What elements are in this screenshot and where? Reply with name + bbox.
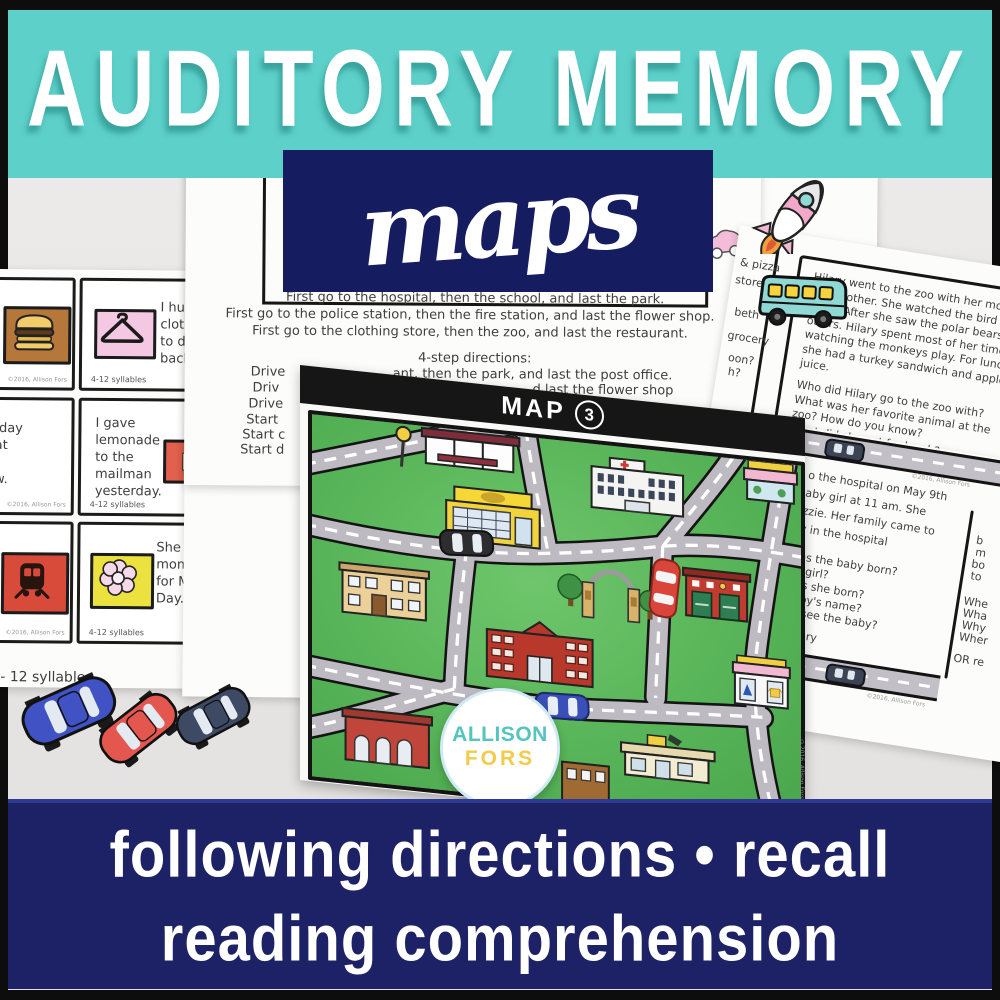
direction-line: First go to the clothing store, then the… [252, 323, 688, 342]
card-birthday: birthday y is at park orrow. ©2016, Alli… [0, 396, 75, 516]
logo-name-line1: ALLISON [452, 723, 548, 746]
card-text-line: y is at [0, 437, 8, 454]
syllables-label: 4-12 syllables [89, 499, 146, 510]
copyright-text: ©2016, Allison Fors [5, 629, 65, 637]
hanger-icon [94, 308, 157, 360]
direction-line: First go to the police station, then the… [225, 306, 715, 325]
four-step-heading: 4-step directions: [418, 350, 532, 367]
map-zoo-entrance [557, 569, 661, 624]
school-bus-icon [752, 272, 851, 338]
card-train: ©2016, Allison Fors [0, 520, 74, 644]
map-fire-station [682, 566, 752, 623]
direction-fragment: Start d [240, 442, 285, 458]
card-text-line: mailman [94, 466, 152, 483]
card-text-line: park [0, 454, 23, 471]
map-title: MAP [501, 390, 566, 426]
card-hamburger: ©2016, Allison Fors [0, 276, 76, 391]
direction-fragment: Start [246, 412, 279, 428]
rocket-icon [748, 162, 848, 261]
copyright-text: ©2016, Allison Fors [7, 376, 67, 384]
footer-tagline-line2: reading comprehension [160, 902, 840, 975]
card-text-line: lemonade [95, 432, 161, 449]
car-icon [824, 662, 867, 688]
map-illustration [308, 409, 805, 833]
hamburger-icon [2, 306, 72, 365]
logo-name-line2: FORS [464, 747, 536, 770]
card-text-line: yesterday. [94, 483, 162, 500]
syllable-cards-sheet: ©2016, Allison Fors I hung clothe to dry… [0, 268, 262, 690]
page-title: AUDITORY MEMORY [27, 29, 973, 150]
maps-subtitle: maps [355, 152, 641, 290]
right-fragment: to [969, 569, 983, 584]
direction-fragment: Drive [248, 396, 284, 412]
direction-line: First go to the hospital, then the schoo… [286, 289, 665, 308]
footer-tagline-line1: following directions • recall [109, 818, 891, 891]
card-text-line: birthday [0, 420, 23, 437]
copyright-text: ©2016, Allison Fors [6, 501, 66, 509]
syllables-label: 4-12 syllables [90, 374, 147, 385]
map-bus-stop [395, 425, 521, 474]
map-apartment-house [338, 561, 430, 622]
map-number-badge: 3 [574, 398, 604, 431]
story-fragment: h? [726, 364, 742, 380]
bottom-banner: following directions • recall reading co… [8, 799, 992, 989]
syllables-label: 4-12 syllables [88, 627, 145, 638]
maps-subtitle-box: maps [283, 150, 713, 292]
map-school [485, 621, 594, 689]
map-worksheet-page: MAP 3 [300, 365, 805, 834]
map-clothing-store [731, 654, 791, 710]
copyright-text: ©2016, Allison Fors [798, 738, 805, 800]
direction-fragment: Driv [252, 380, 280, 396]
train-icon [0, 552, 70, 615]
allison-fors-logo: ALLISON FORS [440, 688, 560, 808]
card-text-line: orrow. [0, 471, 8, 488]
card-text-line: I gave [95, 415, 136, 432]
map-black-car [438, 529, 495, 557]
card-hanger: I hung clothe to dry backy 4-12 syllable… [78, 277, 256, 393]
car-icon [823, 437, 866, 463]
map-hospital [590, 456, 685, 518]
map-restaurant-building [620, 733, 716, 785]
right-fragment: OR re [952, 651, 986, 670]
flower-icon [89, 552, 155, 610]
direction-fragment: Drive [250, 364, 286, 380]
card-text-line: to the [95, 449, 134, 466]
top-banner: AUDITORY MEMORY [8, 10, 992, 178]
map-flower-shop [743, 459, 798, 505]
direction-fragment: Start c [242, 427, 286, 443]
map-brick-building [341, 706, 433, 770]
map-red-car [648, 558, 681, 619]
